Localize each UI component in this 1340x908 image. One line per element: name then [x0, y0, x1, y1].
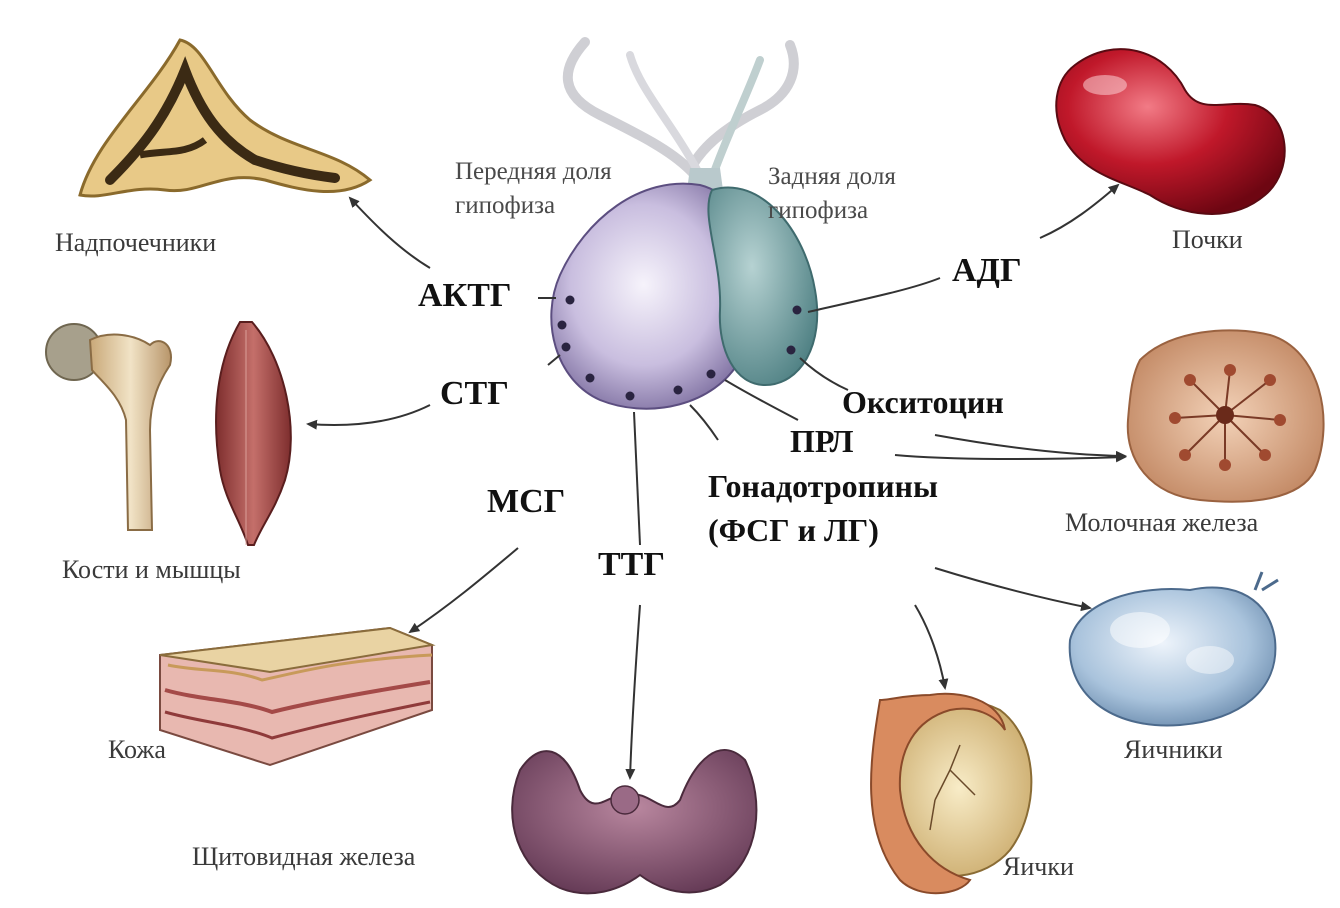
- hormone-tsh: ТТГ: [598, 546, 665, 584]
- arrow-acth: [350, 198, 430, 268]
- arrow-prl-line: [725, 380, 798, 420]
- arrow-testes: [915, 605, 945, 688]
- hormone-oxytocin: Окситоцин: [842, 384, 1004, 421]
- arrow-gonad-line: [690, 405, 718, 440]
- muscle-illustration: [216, 322, 291, 545]
- adrenal-gland-illustration: [80, 40, 370, 196]
- arrow-oxytocin: [935, 435, 1125, 456]
- posterior-lobe-line-1: Задняя доля: [768, 160, 896, 194]
- target-skin: Кожа: [108, 735, 166, 765]
- mammary-gland-illustration: [1128, 330, 1324, 501]
- target-testes: Яички: [1003, 852, 1074, 882]
- gonadotropins-line-2: (ФСГ и ЛГ): [708, 508, 938, 552]
- anterior-lobe-line-2: гипофиза: [455, 189, 612, 223]
- ovary-illustration: [1070, 572, 1278, 726]
- posterior-lobe-line-2: гипофиза: [768, 194, 896, 228]
- hormone-msh: МСГ: [487, 483, 565, 521]
- skin-illustration: [160, 628, 432, 765]
- thyroid-illustration: [512, 750, 756, 893]
- posterior-lobe-label: Задняя доля гипофиза: [768, 160, 896, 228]
- target-kidneys: Почки: [1172, 225, 1243, 255]
- arrow-tsh: [630, 605, 640, 778]
- hormone-gonadotropins: Гонадотропины (ФСГ и ЛГ): [708, 464, 938, 552]
- hormone-prl: ПРЛ: [790, 423, 853, 460]
- arrow-adh: [808, 278, 940, 312]
- target-adrenals: Надпочечники: [55, 228, 216, 258]
- target-mammary: Молочная железа: [1065, 508, 1258, 538]
- target-thyroid: Щитовидная железа: [192, 842, 415, 872]
- arrow-oxytocin-line: [800, 358, 848, 390]
- hormone-acth: АКТГ: [418, 277, 512, 315]
- arrow-gh: [308, 405, 430, 425]
- arrow-tsh-upper: [634, 412, 640, 545]
- gonadotropins-line-1: Гонадотропины: [708, 464, 938, 508]
- target-bones-muscles: Кости и мышцы: [62, 555, 241, 585]
- anterior-lobe-label: Передняя доля гипофиза: [455, 155, 612, 223]
- hormone-gh: СТГ: [440, 375, 509, 413]
- kidney-illustration: [1056, 49, 1284, 214]
- arrow-msh: [410, 548, 518, 632]
- target-ovaries: Яичники: [1124, 735, 1223, 765]
- hormone-adh: АДГ: [952, 252, 1022, 290]
- arrow-ovaries: [935, 568, 1090, 608]
- bone-illustration: [46, 324, 171, 530]
- anterior-lobe-line-1: Передняя доля: [455, 155, 612, 189]
